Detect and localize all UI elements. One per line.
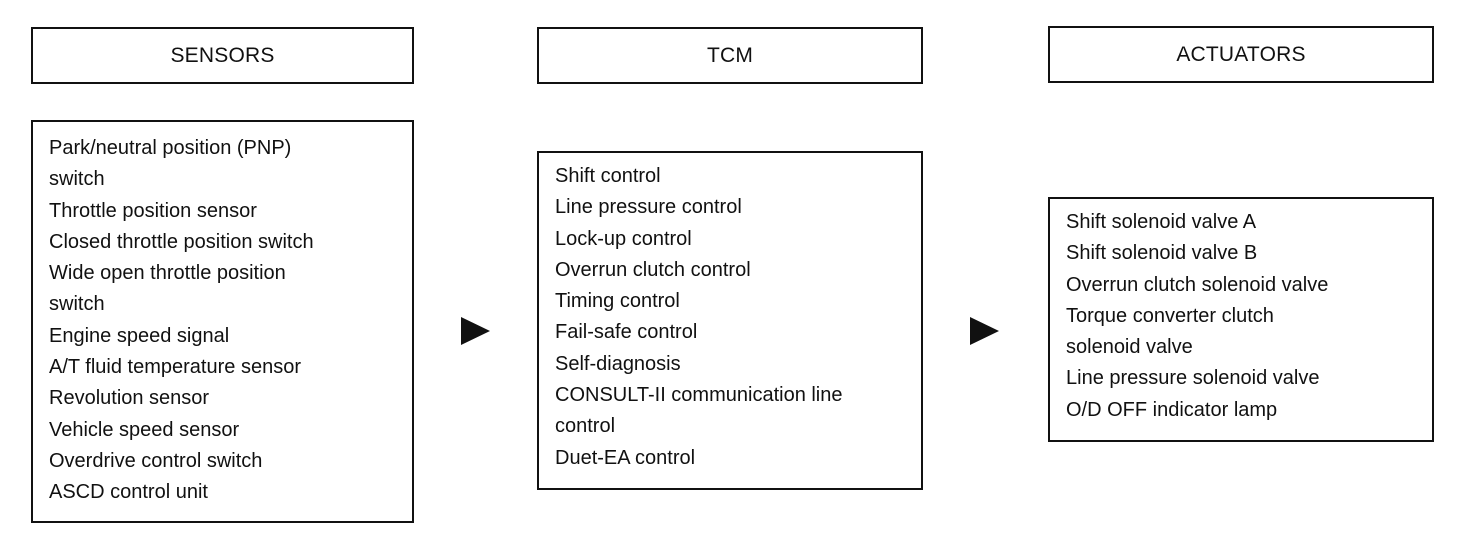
list-item: Vehicle speed sensor <box>49 418 240 441</box>
list-item: Shift solenoid valve B <box>1066 242 1258 265</box>
list-item: Overrun clutch control <box>555 258 751 281</box>
list-item: Torque converter clutch <box>1066 304 1274 327</box>
actuators-title: ACTUATORS <box>1176 42 1306 66</box>
list-item: Duet-EA control <box>555 446 696 469</box>
list-item: Lock-up control <box>555 227 692 250</box>
sensors-header: SENSORS <box>31 27 414 84</box>
list-item: Self-diagnosis <box>555 352 681 375</box>
list-item: switch <box>49 168 105 191</box>
list-item: A/T fluid temperature sensor <box>49 356 301 379</box>
list-item: Shift solenoid valve A <box>1066 211 1257 233</box>
list-item: Overrun clutch solenoid valve <box>1066 273 1329 296</box>
list-item: Fail-safe control <box>555 321 698 344</box>
list-item: Timing control <box>555 290 680 313</box>
tcm-header: TCM <box>537 27 923 84</box>
actuators-header: ACTUATORS <box>1048 26 1434 83</box>
right-triangle-arrow-icon <box>970 317 999 345</box>
list-item: Revolution sensor <box>49 387 210 410</box>
sensors-title: SENSORS <box>170 43 275 67</box>
list-item: Park/neutral position (PNP) <box>49 137 292 159</box>
list-item: switch <box>49 293 105 316</box>
list-item: Wide open throttle position <box>49 262 286 285</box>
list-item: Engine speed signal <box>49 324 230 347</box>
list-item: CONSULT-II communication line <box>555 384 843 407</box>
list-item: Closed throttle position switch <box>49 230 314 253</box>
list-item: control <box>555 415 616 438</box>
right-triangle-arrow-icon <box>461 317 490 345</box>
list-item: Shift control <box>555 165 661 187</box>
actuators-list: Shift solenoid valve A Shift solenoid val… <box>1048 197 1434 442</box>
list-item: Throttle position sensor <box>49 199 257 222</box>
tcm-title: TCM <box>706 43 754 67</box>
list-item: ASCD control unit <box>49 481 208 504</box>
list-item: Overdrive control switch <box>49 449 263 472</box>
list-item: O/D OFF indicator lamp <box>1066 398 1278 421</box>
list-item: Line pressure control <box>555 196 742 219</box>
list-item: Line pressure solenoid valve <box>1066 367 1320 390</box>
list-item: solenoid valve <box>1066 336 1193 359</box>
